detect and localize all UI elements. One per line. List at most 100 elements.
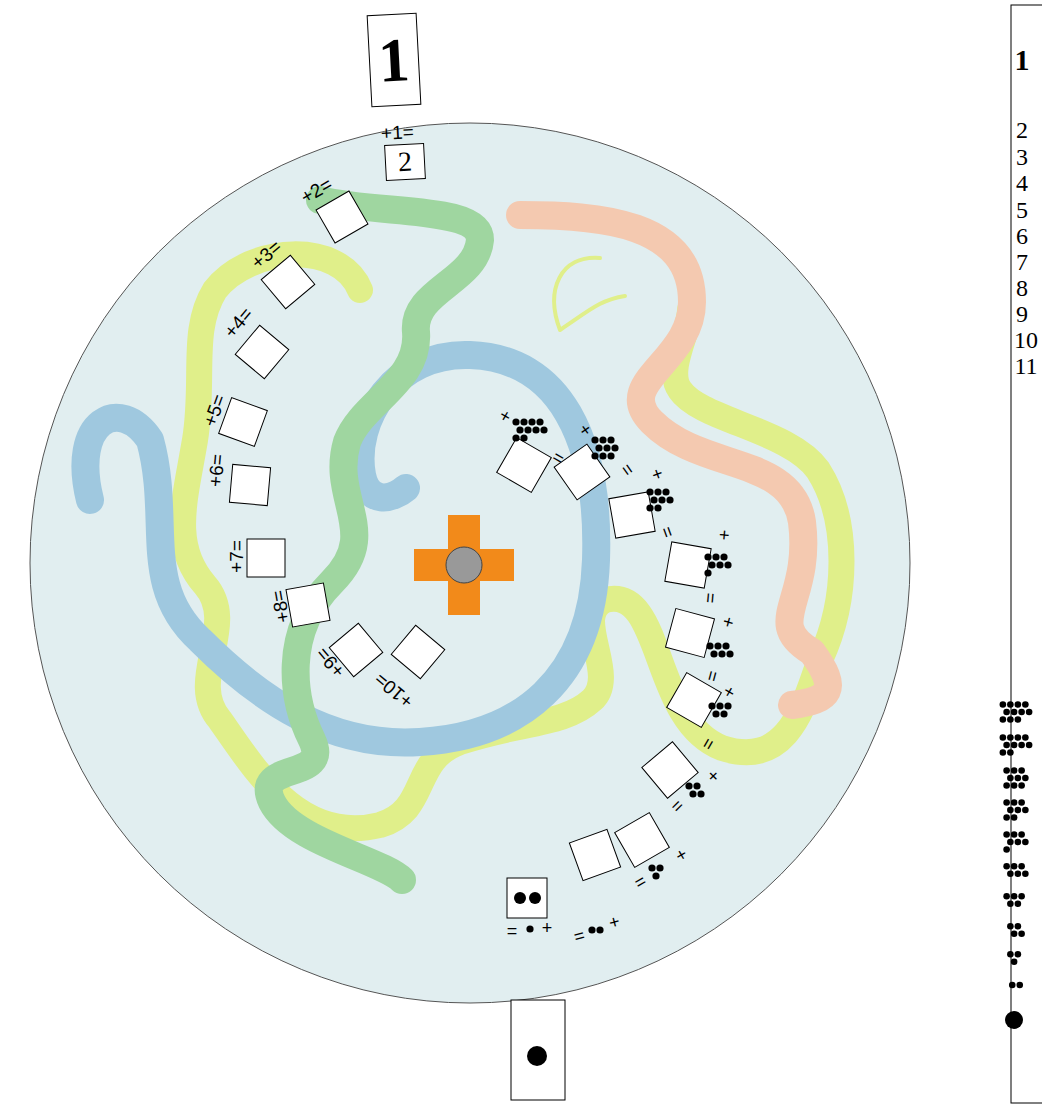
count-dot [607, 436, 614, 443]
count-dot [708, 561, 715, 568]
count-dot [662, 488, 669, 495]
count-dot [1007, 870, 1014, 877]
count-dot [520, 418, 527, 425]
strip-number: 1 [1015, 45, 1030, 75]
count-dot [1022, 775, 1029, 782]
count-dot [666, 496, 673, 503]
count-dot [1018, 863, 1025, 870]
count-dot [1011, 709, 1018, 716]
count-dot [656, 864, 663, 871]
count-dot [599, 436, 606, 443]
count-dot [1003, 742, 1010, 749]
count-dot [1003, 846, 1010, 853]
count-dot [1018, 742, 1025, 749]
count-dot [1011, 831, 1018, 838]
count-dot [1007, 701, 1014, 708]
count-dot [1003, 893, 1010, 900]
operator-sign: + [542, 919, 553, 937]
count-dot [1011, 742, 1018, 749]
count-dot [1022, 807, 1029, 814]
count-dot [654, 504, 661, 511]
strip-number: 5 [1016, 198, 1028, 222]
count-dot [714, 642, 721, 649]
count-dot [1018, 831, 1025, 838]
green-river [269, 200, 480, 880]
count-dot [528, 418, 535, 425]
count-dot [1007, 923, 1014, 930]
strip-number: 10 [1014, 328, 1038, 352]
count-dot [1015, 951, 1022, 958]
count-dot [611, 444, 618, 451]
count-dot [704, 569, 711, 576]
answer-box [666, 609, 715, 658]
start-number-tab: 1 [367, 13, 422, 107]
strip-number: 4 [1016, 171, 1028, 195]
count-dot [1022, 839, 1029, 846]
answer-box [497, 438, 552, 493]
count-dot [540, 426, 547, 433]
count-dot [658, 496, 665, 503]
strip-number: 8 [1016, 276, 1028, 300]
count-dot [1018, 893, 1025, 900]
strip-number: 7 [1016, 250, 1028, 274]
answer-box [615, 813, 670, 868]
count-dot [520, 434, 527, 441]
count-dot [1022, 701, 1029, 708]
count-dot [1007, 775, 1014, 782]
count-dot [526, 925, 533, 932]
count-dot [1011, 799, 1018, 806]
count-dot [1005, 1011, 1023, 1029]
count-dot [1015, 839, 1022, 846]
count-dot [708, 702, 715, 709]
count-dot [697, 790, 704, 797]
count-dot [1011, 958, 1018, 965]
count-dot [650, 496, 657, 503]
count-dot [1015, 923, 1022, 930]
count-dot [720, 553, 727, 560]
count-dot [599, 452, 606, 459]
count-dot [1015, 900, 1022, 907]
count-dot [588, 926, 595, 933]
count-dot [716, 702, 723, 709]
answer-box [391, 625, 445, 679]
count-dot [1018, 930, 1025, 937]
answer-box [247, 539, 285, 577]
count-dot [1011, 814, 1018, 821]
count-dot [603, 444, 610, 451]
answer-box [507, 878, 547, 918]
count-dot [1003, 782, 1010, 789]
count-dot [693, 782, 700, 789]
operator-sign: + [715, 529, 734, 541]
count-dot [726, 650, 733, 657]
number-text: 1 [377, 28, 411, 92]
count-dot [1015, 870, 1022, 877]
count-dot [512, 418, 519, 425]
count-dot [1018, 782, 1025, 789]
count-dot [1011, 930, 1018, 937]
count-dot [1011, 863, 1018, 870]
count-dot [722, 642, 729, 649]
count-dot [514, 892, 526, 904]
count-dot [1022, 734, 1029, 741]
board-disc [30, 123, 910, 1003]
count-dot [724, 561, 731, 568]
count-dot [1015, 734, 1022, 741]
count-dot [646, 504, 653, 511]
count-dot [1003, 709, 1010, 716]
strip-number: 9 [1016, 302, 1028, 326]
count-dot [1022, 870, 1029, 877]
count-dot [712, 710, 719, 717]
count-dot [1007, 900, 1014, 907]
count-dot [648, 864, 655, 871]
count-dot [706, 642, 713, 649]
answer-box [642, 742, 698, 798]
count-dot [1011, 767, 1018, 774]
count-dot [654, 488, 661, 495]
count-dot [724, 702, 731, 709]
answer-box [665, 542, 711, 588]
count-dot [712, 553, 719, 560]
count-dot [1018, 799, 1025, 806]
count-dot [1000, 749, 1007, 756]
answer-box-filled: 2 [384, 143, 426, 181]
